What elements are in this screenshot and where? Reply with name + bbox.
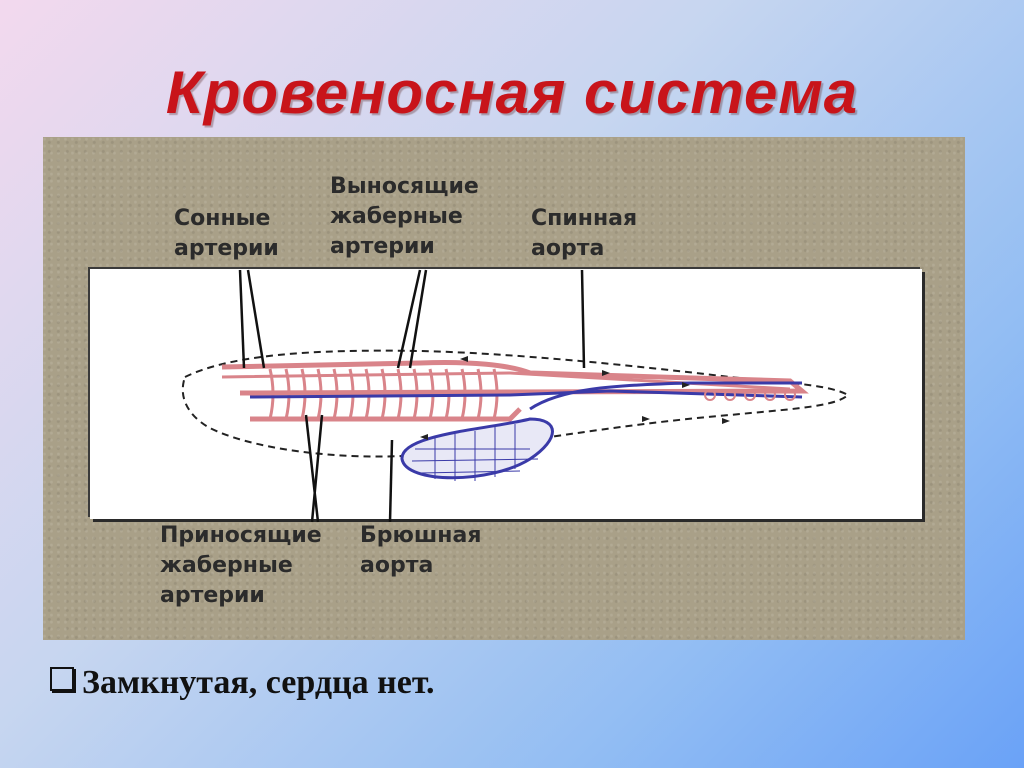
liver-capillaries (411, 424, 539, 481)
cardinal-vein-path (529, 381, 802, 411)
label-line: артерии (160, 583, 265, 608)
dorsal-aorta-path (221, 359, 809, 396)
label-line: жаберные (330, 204, 463, 229)
label-line: Приносящие (160, 523, 322, 548)
checkbox-bullet-icon (50, 667, 74, 691)
label-line: жаберные (160, 553, 293, 578)
label-line: аорта (360, 553, 434, 578)
label-line: Спинная (531, 206, 638, 231)
body-outline (181, 349, 850, 458)
label-line: аорта (531, 236, 605, 261)
bullet-text: Замкнутая, сердца нет. (82, 664, 435, 701)
flow-arrows (420, 356, 730, 440)
label-line: Сонные (174, 206, 271, 231)
ventral-aorta-path (250, 407, 522, 422)
circulation-drawing (181, 349, 850, 481)
label-line: артерии (330, 234, 435, 259)
label-efferent-gill-arteries: Выносящие жаберные артерии (330, 172, 479, 262)
label-dorsal-aorta: Спинная аорта (531, 204, 637, 264)
slide-title: Кровеносная система (165, 59, 859, 126)
label-carotid-arteries: Сонные артерии (174, 204, 279, 264)
lancelet-circulation-diagram (90, 269, 922, 519)
bullet-point: Замкнутая, сердца нет. (50, 664, 434, 702)
tail-capillaries (704, 389, 796, 401)
label-ventral-aorta: Брюшная аорта (360, 521, 481, 581)
label-line: Выносящие (330, 174, 479, 199)
label-line: артерии (174, 236, 279, 261)
label-line: Брюшная (360, 523, 482, 548)
label-afferent-gill-arteries: Приносящие жаберные артерии (160, 521, 322, 611)
